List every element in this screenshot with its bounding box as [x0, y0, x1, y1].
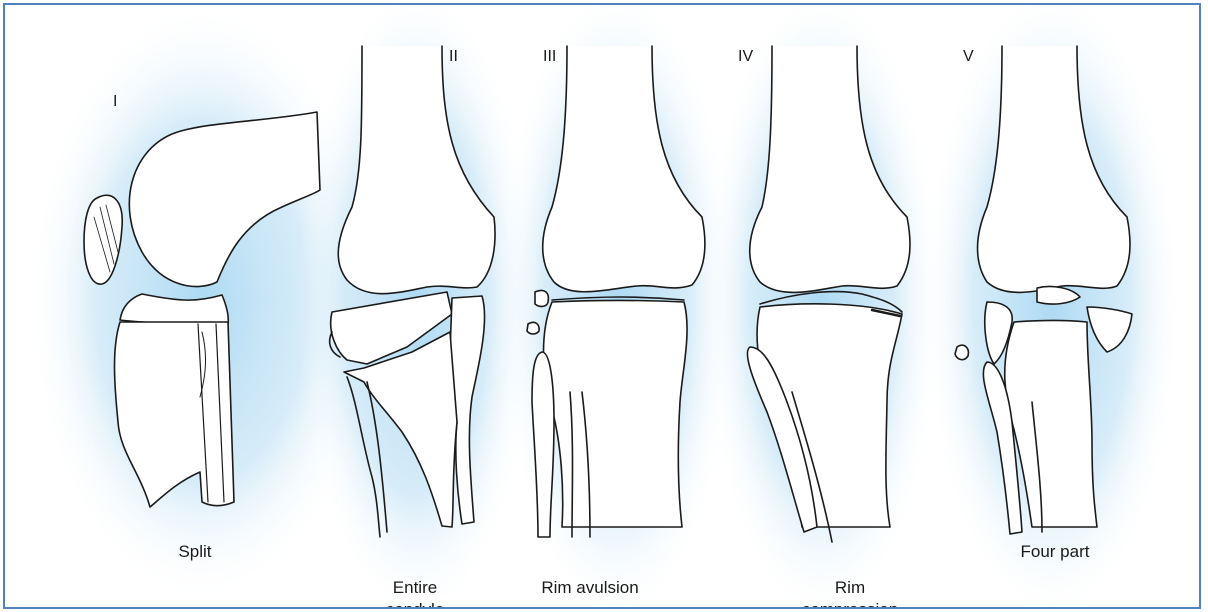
caption-line: condyle: [370, 599, 460, 609]
type-i-numeral: I: [113, 93, 117, 111]
type-ii-numeral: II: [449, 48, 458, 66]
type-ii-caption: Entire condyle: [370, 577, 460, 609]
caption-line: Rim: [785, 577, 915, 599]
type-iii-caption: Rim avulsion: [520, 577, 660, 599]
caption-line: compression: [785, 599, 915, 609]
type-v-numeral: V: [963, 48, 974, 66]
knee-illustration: [5, 5, 1201, 609]
caption-line: Rim avulsion: [520, 577, 660, 599]
type-iii-numeral: III: [543, 48, 556, 66]
type-v-caption: Four part: [1000, 541, 1110, 563]
figure-frame: I II III IV V Split Entire condyle Rim a…: [3, 3, 1201, 609]
type-iv-numeral: IV: [738, 48, 753, 66]
type-i-caption: Split: [155, 541, 235, 563]
caption-line: Four part: [1000, 541, 1110, 563]
type-iv-caption: Rim compression: [785, 577, 915, 609]
caption-line: Entire: [370, 577, 460, 599]
caption-line: Split: [155, 541, 235, 563]
